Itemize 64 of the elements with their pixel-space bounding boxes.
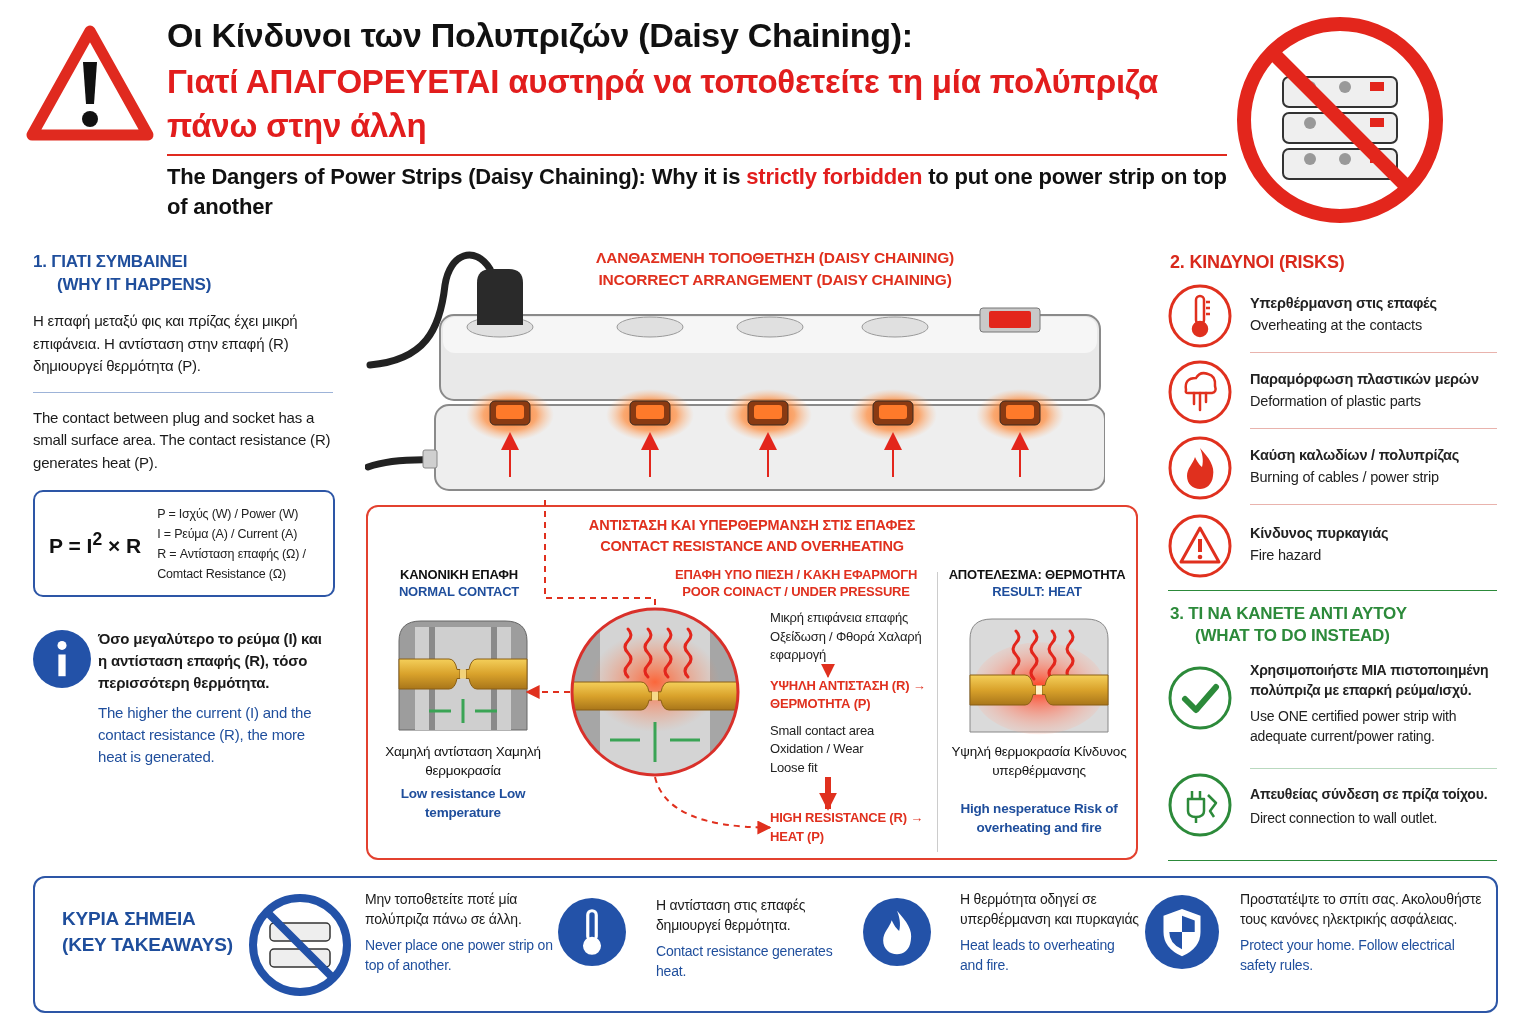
- tip-text: Use ONE certified power strip with adequate current/power rating.: [1250, 707, 1458, 746]
- column-heading: NORMAL CONTACT: [397, 583, 521, 600]
- title-text: Οι Κίνδυνοι των Πολυπριζών (Daisy Chaining):: [167, 15, 914, 55]
- takeaway-text: Contact resistance generates heat.: [656, 942, 834, 981]
- formula-box: [33, 490, 335, 597]
- contact-panel: [366, 505, 1138, 860]
- arrow: [819, 777, 837, 811]
- takeaway-text: Η αντίσταση στις επαφές δημιουργεί θερμότητα.: [656, 896, 807, 935]
- column-heading: RESULT: HEAT: [991, 583, 1083, 600]
- panel-heading: ΑΝΤΙΣΤΑΣΗ ΚΑΙ ΥΠΕΡΘΕΡΜΑΝΣΗ ΣΤΙΣ ΕΠΑΦΕΣ: [588, 516, 916, 535]
- takeaway-text: Προστατέψτε το σπίτι σας. Ακολουθήστε τους κανόνες ηλεκτρικής ασφάλειας.: [1240, 890, 1483, 929]
- takeaway-text: Protect your home. Follow electrical safety rules.: [1240, 936, 1456, 975]
- risk-text: Fire hazard: [1250, 546, 1323, 565]
- variable-definition: P = Ισχύς (W) / Power (W): [157, 505, 300, 523]
- arrow: [654, 776, 772, 835]
- leader-line: [544, 499, 656, 608]
- tip-text: Direct connection to wall outlet.: [1250, 809, 1439, 828]
- caption-text: Low resistance Low temperature: [399, 785, 527, 822]
- variable-definition: R = Αντίσταση επαφής (Ω) / Comtact Resistance (Ω): [157, 545, 307, 583]
- tip-text: Απευθείας σύνδεση σε πρίζα τοίχου.: [1250, 785, 1489, 804]
- takeaway-text: Η θερμότητα οδηγεί σε υπερθέρμανση και πυρκαγιάς: [960, 890, 1140, 929]
- risk-text: Παραμόρφωση πλαστικών μερών: [1250, 370, 1480, 389]
- paragraph-text: Η επαφή μεταξύ φις και πρίζας έχει μικρή επιφάνεια. Η αντίσταση στην επαφή (R) δημιουργεί θερμότητα (P).: [33, 311, 299, 376]
- section-heading: (WHY IT HAPPENS): [56, 274, 213, 296]
- subtitle-text: The Dangers of Power Strips (Daisy Chaining): Why it is strictly forbidden to put one power strip on top of another: [167, 163, 1227, 221]
- caption-text: High nesperatuce Risk of overheating and fire: [959, 800, 1119, 837]
- section-heading: 3. ΤΙ ΝΑ ΚΑΝΕΤΕ ΑΝΤΙ ΑΥΤΟΥ: [1170, 603, 1408, 625]
- takeaway-text: Μην τοποθετείτε ποτέ μία πολύπριζα πάνω σε άλλη.: [365, 890, 523, 929]
- takeaway-text: Heat leads to overheating and fire.: [960, 936, 1116, 975]
- column-heading: ΕΠΑΦΗ ΥΠΟ ΠΙΕΣΗ / ΚΑΚΗ ΕΦΑΡΜΟΓΗ: [673, 566, 919, 583]
- caption-text: Υψηλή θερμοκρασία Κίνδυνος υπερθέρμανσης: [950, 743, 1128, 780]
- risk-text: Overheating at the contacts: [1250, 316, 1423, 335]
- section-heading: 2. ΚΙΝΔΥΝΟΙ (RISKS): [1170, 251, 1346, 274]
- section-heading: ΚΥΡΙΑ ΣΗΜΕΙΑ (KEY TAKEAWAYS): [62, 907, 234, 957]
- paragraph-text: The higher the current (I) and the contact resistance (R), the more heat is generated.: [98, 703, 313, 767]
- paragraph-text: The contact between plug and socket has a small surface area. The contact resistance (R) generates heat (P).: [33, 407, 332, 473]
- risk-text: Υπερθέρμανση στις επαφές: [1250, 294, 1438, 313]
- title-text: Γιατί ΑΠΑΓΟΡΕΥΕΤΑΙ αυστηρά να τοποθετείτε τη μία πολύπριζα πάνω στην άλλη: [167, 62, 1160, 146]
- risk-text: Καύση καλωδίων / πολυπρίζας: [1250, 446, 1461, 465]
- arrow: [525, 685, 571, 699]
- paragraph-text: Όσο μεγαλύτερο το ρεύμα (I) και η αντίσταση επαφής (R), τόσο περισσότερη θερμότητα.: [98, 629, 323, 693]
- tip-text: Χρησιμοποιήστε ΜΙΑ πιστοποιημένη πολύπριζα με επαρκή ρεύμα/ισχύ.: [1250, 661, 1490, 700]
- column-heading: POOR COINACT / UNDER PRESSURE: [681, 583, 911, 600]
- takeaway-text: Never place one power strip on top of another.: [365, 936, 554, 975]
- arrow: [821, 663, 835, 678]
- section-heading: 1. ΓΙΑΤΙ ΣΥΜΒΑΙΝΕΙ: [33, 251, 189, 273]
- formula-text: P = I$^{2}$ × R: [49, 529, 142, 558]
- column-heading: ΚΑΝΟΝΙΚΗ ΕΠΑΦΗ: [399, 566, 519, 583]
- section-heading: (WHAT TO DO INSTEAD): [1194, 625, 1391, 647]
- contact-closeup-drawing: [399, 619, 527, 730]
- variable-definition: I = Ρεύμα (A) / Current (A): [157, 525, 299, 543]
- caption-text: Χαμηλή αντίσταση Χαμηλή θερμοκρασία: [384, 743, 542, 780]
- result-text: ΥΨΗΛΗ ΑΝΤΙΣΤΑΣΗ (R) → ΘΕΡΜΟΤΗΤΑ (P): [770, 676, 927, 713]
- risk-text: Κίνδυνος πυρκαγιάς: [1250, 524, 1390, 543]
- cause-list: Μικρή επιφάνεια επαφής Οξείδωση / Φθορά Χαλαρή εφαρμογή: [770, 609, 922, 665]
- result-text: HIGH RESISTANCE (R) → HEAT (P): [770, 809, 924, 846]
- column-heading: ΑΠΟΤΕΛΕΣΜΑ: ΘΕΡΜΟΤΗΤΑ: [947, 566, 1127, 583]
- risk-text: Deformation of plastic parts: [1250, 392, 1422, 411]
- risk-text: Burning of cables / power strip: [1250, 468, 1440, 487]
- heading-text: INCORRECT ARRANGEMENT (DAISY CHAINING): [598, 270, 952, 290]
- panel-heading: CONTACT RESISTANCE AND OVERHEATING: [600, 537, 904, 556]
- heading-text: ΛΑΝΘΑΣΜΕΝΗ ΤΟΠΟΘΕΤΗΣΗ (DAISY CHAINING): [596, 248, 954, 268]
- heated-contact-drawing: [970, 617, 1108, 732]
- cause-list: Small contact area Oxidation / Wear Loose fit: [770, 721, 894, 777]
